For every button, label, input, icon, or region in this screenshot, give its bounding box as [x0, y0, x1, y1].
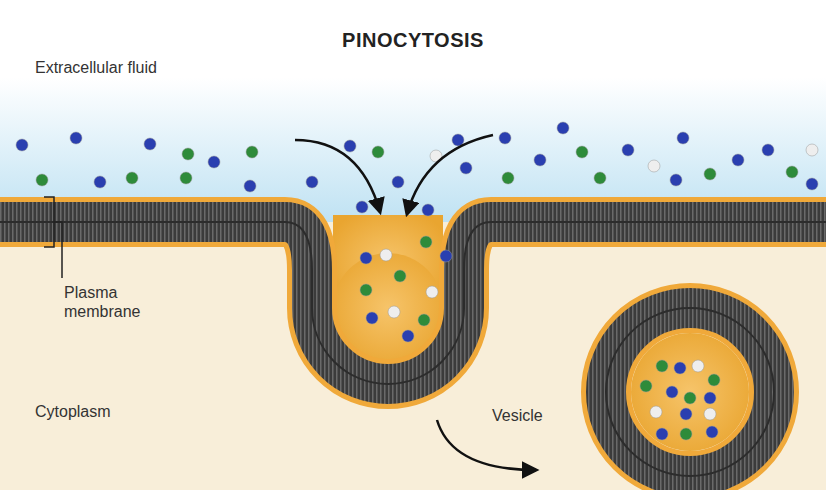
- region-label: Cytoplasm: [35, 402, 111, 421]
- membrane-bracket: [44, 197, 62, 278]
- part-label: Vesicle: [492, 406, 543, 425]
- vesicle-membrane: [606, 308, 774, 476]
- extracellular-region: [0, 0, 826, 222]
- part-label: Plasma membrane: [64, 283, 154, 321]
- diagram-title: PINOCYTOSIS: [342, 28, 484, 52]
- solute-molecules: [16, 122, 818, 440]
- cytoplasm-region: [0, 222, 826, 490]
- pit-interior: [333, 215, 443, 363]
- region-label: Extracellular fluid: [35, 58, 157, 77]
